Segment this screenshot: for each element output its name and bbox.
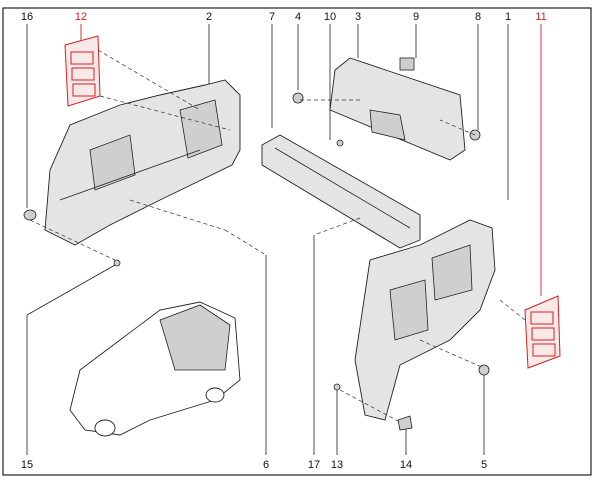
callout-labels-top: 16 12 2 7 4 10 3 9 8 1 11 xyxy=(21,11,547,23)
bottom-leaders xyxy=(26,235,485,455)
callout-8: 8 xyxy=(475,11,481,23)
part-3-panel xyxy=(329,57,466,161)
part-10-screw xyxy=(336,139,344,147)
callout-9: 9 xyxy=(413,11,419,23)
assembly-lines xyxy=(29,49,526,423)
part-screw xyxy=(113,259,121,267)
part-1-right-trim xyxy=(354,219,496,421)
callout-17: 17 xyxy=(308,459,320,471)
callout-2: 2 xyxy=(206,11,212,23)
car-thumbnail xyxy=(69,301,241,437)
callout-16: 16 xyxy=(21,11,33,23)
part-5-clip xyxy=(478,364,490,376)
callout-12: 12 xyxy=(75,11,87,23)
callout-14: 14 xyxy=(400,459,412,471)
part-7-sill-trim xyxy=(261,134,421,249)
callout-4: 4 xyxy=(295,11,301,23)
part-4-clip xyxy=(292,92,304,104)
callout-11: 11 xyxy=(535,11,546,23)
part-14-clip xyxy=(397,415,413,431)
callout-1: 1 xyxy=(505,11,511,23)
callout-6: 6 xyxy=(263,459,269,471)
callout-labels-bottom: 15 6 17 13 14 5 xyxy=(21,459,487,471)
part-2-left-trim xyxy=(44,79,241,246)
callout-3: 3 xyxy=(355,11,361,23)
part-16-clip xyxy=(23,209,37,221)
callout-10: 10 xyxy=(324,11,336,23)
part-13-screw xyxy=(333,383,341,391)
part-11-panel xyxy=(524,295,561,369)
callout-13: 13 xyxy=(331,459,343,471)
callout-5: 5 xyxy=(481,459,487,471)
callout-15: 15 xyxy=(21,459,33,471)
part-9-handle xyxy=(399,57,415,71)
callout-7: 7 xyxy=(269,11,275,23)
part-12-panel xyxy=(64,35,101,107)
top-leaders xyxy=(26,24,542,296)
